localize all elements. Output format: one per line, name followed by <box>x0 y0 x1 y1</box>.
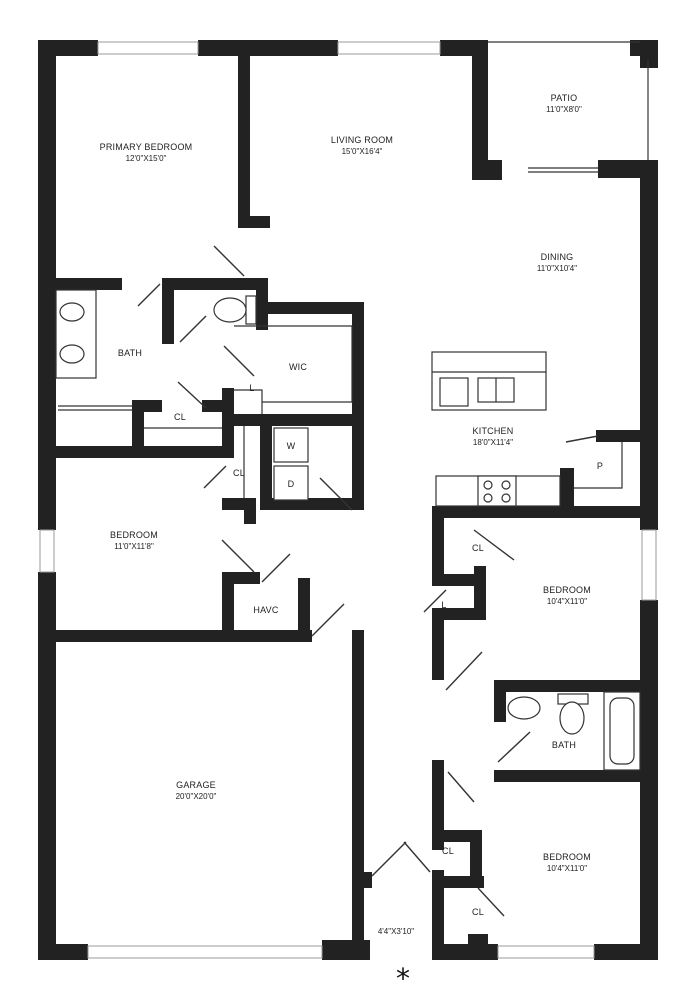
windows <box>39 41 657 959</box>
bedroom-east-lower-name: BEDROOM <box>543 852 591 862</box>
entry-star-icon: * <box>396 962 410 995</box>
bedroom-east-upper-closet-label: CL <box>472 543 484 553</box>
primary-bedroom-name: PRIMARY BEDROOM <box>100 142 193 152</box>
doors <box>58 245 599 917</box>
bedroom-east-upper-dim: 10'4"X11'0" <box>547 597 587 606</box>
bedroom-east-upper-name: BEDROOM <box>543 585 591 595</box>
toilet-bowl-icon <box>213 297 247 323</box>
bedroom-west-name: BEDROOM <box>110 530 158 540</box>
bedroom-east-lower-dim: 10'4"X11'0" <box>547 864 587 873</box>
laundry-closet-label: CL <box>233 468 245 478</box>
sink-icon <box>59 302 85 322</box>
garage-dim: 20'0"X20'0" <box>176 792 217 801</box>
kitchen-name: KITCHEN <box>473 426 514 436</box>
living-room-dim: 15'0"X16'4" <box>342 147 383 156</box>
dining-dim: 11'0"X10'4" <box>537 264 577 273</box>
dishwasher-icon <box>439 377 469 407</box>
bath-closet-label: CL <box>174 412 186 422</box>
patio-name: PATIO <box>551 93 578 103</box>
washer-icon <box>273 427 309 463</box>
hall-closet-label: CL <box>442 846 454 856</box>
living-room-name: LIVING ROOM <box>331 135 393 145</box>
patio-dim: 11'0"X8'0" <box>546 105 582 114</box>
kitchen-dim: 18'0"X11'4" <box>473 438 513 447</box>
primary-bedroom-dim: 12'0"X15'0" <box>126 154 167 163</box>
range-icon <box>477 475 517 507</box>
garage-name: GARAGE <box>176 780 216 790</box>
dining-name: DINING <box>541 252 574 262</box>
toilet-bowl-icon <box>559 701 585 735</box>
wic-name: WIC <box>289 362 307 372</box>
pantry-label: P <box>597 461 603 471</box>
interior-walls <box>56 56 658 960</box>
wic-linen-label: L <box>249 383 254 393</box>
east-bath-name: BATH <box>552 740 576 750</box>
hall-linen-label: L <box>441 600 446 610</box>
sink-icon <box>59 344 85 364</box>
washer-label: W <box>287 441 296 451</box>
bedroom-west-dim: 11'0"X11'8" <box>114 542 154 551</box>
sink-icon <box>507 696 541 720</box>
havc-name: HAVC <box>253 605 278 615</box>
room-labels: PRIMARY BEDROOM 12'0"X15'0" LIVING ROOM … <box>100 93 603 995</box>
fixtures <box>55 289 641 771</box>
dryer-label: D <box>288 479 295 489</box>
toilet-tank-icon <box>245 295 257 325</box>
primary-bath-name: BATH <box>118 348 142 358</box>
bedroom-east-lower-closet-label: CL <box>472 907 484 917</box>
entry-dim: 4'4"X3'10" <box>378 927 414 936</box>
dryer-icon <box>273 465 309 501</box>
